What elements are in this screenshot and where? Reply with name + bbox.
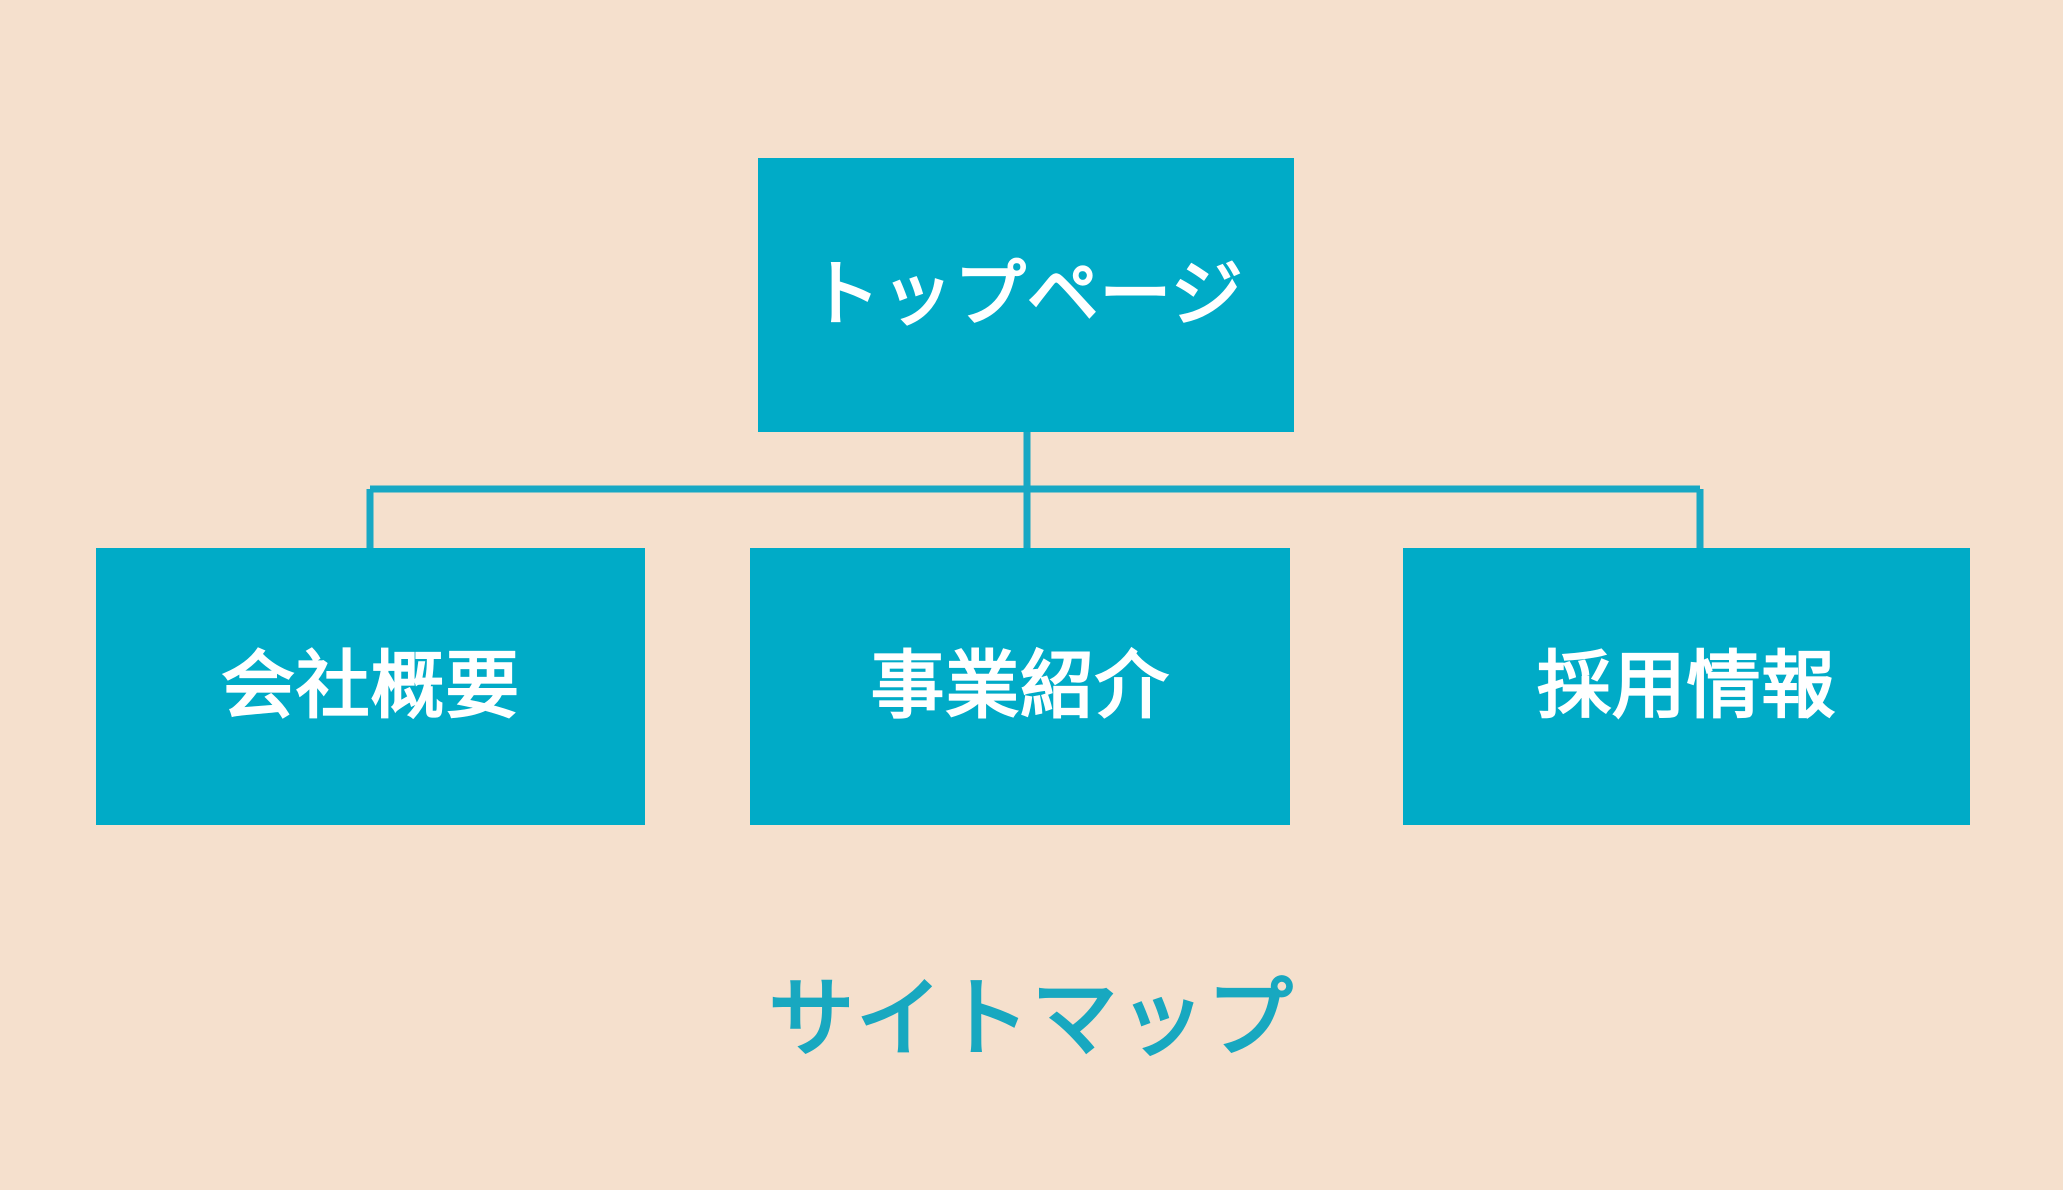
node-company-profile-label: 会社概要 bbox=[221, 642, 520, 729]
node-recruitment-info-label: 採用情報 bbox=[1537, 642, 1836, 729]
node-business-introduction-label: 事業紹介 bbox=[870, 642, 1170, 729]
node-company-profile[interactable]: 会社概要 bbox=[96, 548, 645, 825]
node-top-page[interactable]: トップページ bbox=[758, 158, 1294, 432]
node-business-introduction[interactable]: 事業紹介 bbox=[750, 548, 1290, 825]
node-recruitment-info[interactable]: 採用情報 bbox=[1403, 548, 1970, 825]
node-top-page-label: トップページ bbox=[808, 252, 1244, 337]
diagram-caption: サイトマップ bbox=[768, 969, 1295, 1069]
